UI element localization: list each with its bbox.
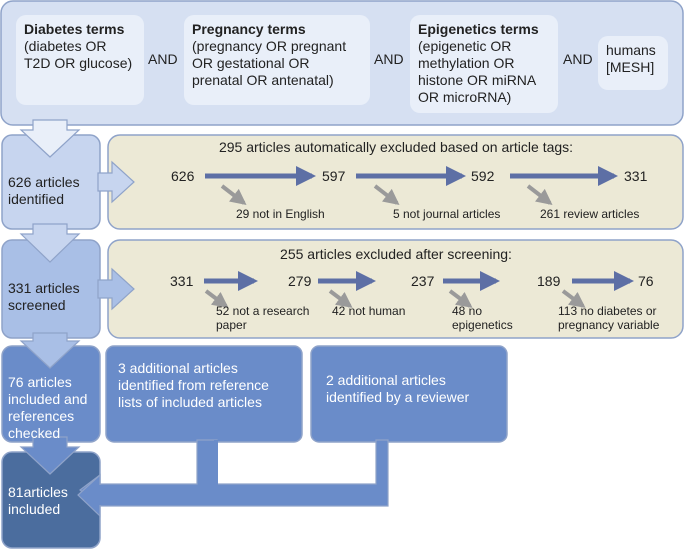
stage2-excl-arrow-3 — [448, 289, 473, 308]
pregnancy-terms-title: Pregnancy terms — [192, 21, 306, 37]
stage1-excl-arrow-2 — [373, 184, 400, 205]
stage1-count-2: 592 — [471, 168, 495, 184]
and-label-1: AND — [148, 51, 178, 67]
humans-terms-body: humans [MESH] — [606, 42, 656, 75]
stage1-exclusion-0: 29 not in English — [236, 207, 325, 221]
epigenetics-terms-title: Epigenetics terms — [418, 21, 539, 37]
right-arrow-2 — [97, 267, 135, 311]
stage1-count-3: 331 — [624, 168, 648, 184]
and-label-3: AND — [563, 51, 593, 67]
stage1-label: 626 articles identified — [8, 174, 80, 207]
additional-reviewer-text: 2 additional articles identified by a re… — [326, 372, 470, 405]
stage2-header: 255 articles excluded after screening: — [280, 246, 512, 262]
stage2-exclusion-2: 48 no epigenetics — [452, 304, 513, 332]
diabetes-terms-box: Diabetes terms (diabetes OR T2D OR gluco… — [16, 15, 144, 105]
final-label: 81articles included — [8, 484, 68, 517]
stage2-count-0: 331 — [170, 273, 194, 289]
stage1-count-0: 626 — [171, 168, 195, 184]
additional-references-text: 3 additional articles identified from re… — [118, 360, 269, 410]
down-arrow-4 — [19, 436, 81, 475]
stage2-excl-arrow-1 — [204, 289, 229, 308]
stage2-label: 331 articles screened — [8, 280, 80, 313]
stage2-count-3: 189 — [537, 273, 561, 289]
stage1-exclusion-2: 261 review articles — [540, 207, 640, 221]
pregnancy-terms-body: (pregnancy OR pregnant OR gestational OR… — [192, 38, 347, 88]
epigenetics-terms-body: (epigenetic OR methylation OR histone OR… — [418, 38, 536, 105]
epigenetics-terms-box: Epigenetics terms (epigenetic OR methyla… — [410, 15, 558, 113]
diabetes-terms-body: (diabetes OR T2D OR glucose) — [24, 38, 133, 71]
right-arrow-1 — [97, 160, 135, 204]
stage1-header: 295 articles automatically excluded base… — [218, 139, 574, 155]
down-arrow-2 — [19, 223, 81, 263]
stage2-excl-arrow-2 — [328, 289, 353, 308]
stage2-exclusion-1: 42 not human — [332, 304, 406, 318]
stage2-count-2: 237 — [411, 273, 435, 289]
stage2-exclusion-0: 52 not a research paper — [216, 304, 310, 332]
diabetes-terms-title: Diabetes terms — [24, 21, 125, 37]
stage2-exclusion-3: 113 no diabetes or pregnancy variable — [558, 304, 660, 332]
stage1-excl-arrow-1 — [220, 184, 247, 205]
down-arrow-1 — [19, 119, 81, 158]
stage2-count-4: 76 — [638, 273, 654, 289]
additional-reviewer-box — [310, 345, 508, 443]
stage2-excl-arrow-4 — [561, 289, 586, 308]
down-arrow-3 — [19, 332, 81, 369]
pregnancy-terms-box: Pregnancy terms (pregnancy OR pregnant O… — [184, 15, 370, 105]
stage1-exclusion-1: 5 not journal articles — [393, 207, 501, 221]
and-label-2: AND — [374, 51, 404, 67]
stage1-count-1: 597 — [322, 168, 346, 184]
stage3-label: 76 articles included and references chec… — [8, 374, 88, 441]
stage2-count-1: 279 — [288, 273, 312, 289]
stage1-excl-arrow-3 — [526, 184, 553, 205]
humans-terms-box: humans [MESH] — [598, 36, 668, 90]
